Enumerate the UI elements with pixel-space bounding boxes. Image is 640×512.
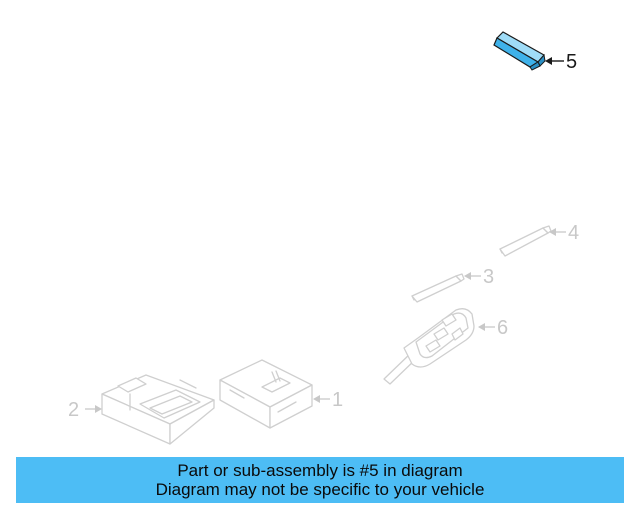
callout-3-arrow — [464, 272, 481, 280]
callout-6: 6 — [497, 317, 508, 339]
callout-1: 1 — [332, 389, 343, 411]
info-banner: Part or sub-assembly is #5 in diagram Di… — [16, 457, 624, 503]
callout-6-arrow — [478, 323, 495, 331]
callout-5-arrow — [545, 57, 564, 65]
callout-4-arrow — [549, 228, 566, 236]
part-1-control-module — [219, 359, 313, 429]
banner-line-disclaimer: Diagram may not be specific to your vehi… — [155, 480, 485, 499]
banner-line-part-number: Part or sub-assembly is #5 in diagram — [177, 461, 463, 480]
part-6-key-fob — [383, 308, 475, 385]
callout-4: 4 — [568, 222, 579, 244]
callout-5: 5 — [566, 51, 577, 73]
part-4-key-blank — [499, 225, 552, 257]
callout-3: 3 — [483, 266, 494, 288]
part-2-bracket — [101, 374, 215, 445]
part-3-key-blank — [411, 273, 465, 303]
part-5-key-blank[interactable] — [493, 31, 546, 71]
callout-2: 2 — [68, 399, 79, 421]
callout-1-arrow — [313, 395, 330, 403]
callout-2-arrow — [85, 405, 102, 413]
